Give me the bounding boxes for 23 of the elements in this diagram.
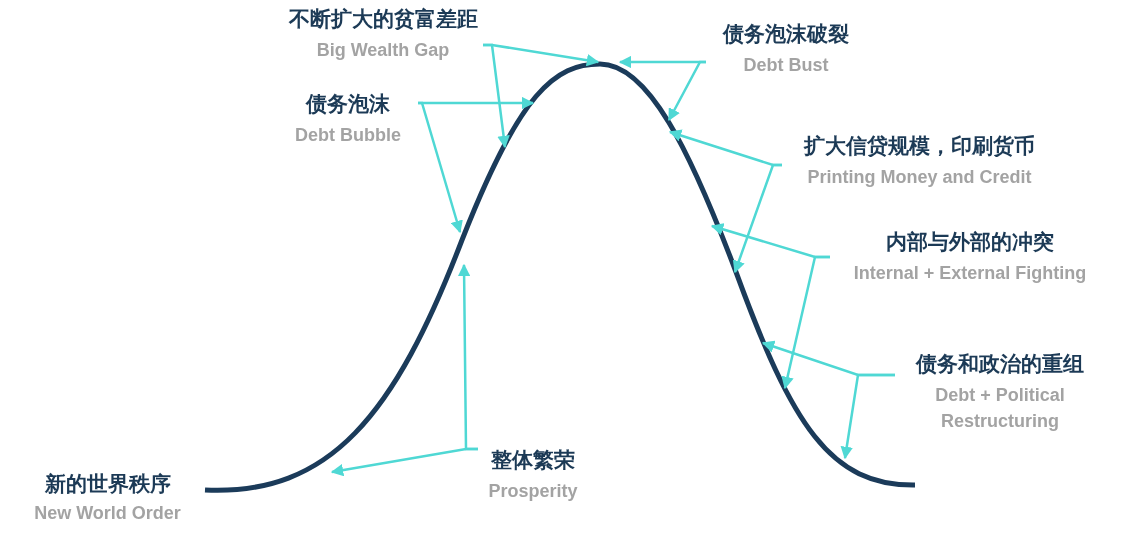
callout-title: 债务泡沫破裂 <box>723 21 849 47</box>
leader-arrow <box>781 255 830 390</box>
leader-arrow <box>418 101 463 234</box>
leader-arrow <box>732 163 782 274</box>
stage-subtitle: New World Order <box>34 502 181 525</box>
callout-subtitle: Debt Bust <box>743 54 829 77</box>
callout-title: 内部与外部的冲突 <box>886 229 1054 255</box>
callout-subtitle: Internal + External Fighting <box>853 262 1087 285</box>
callout-subtitle: Printing Money and Credit <box>807 166 1032 189</box>
callout-subtitle: Prosperity <box>488 480 578 503</box>
callout-subtitle: Big Wealth Gap <box>316 39 450 62</box>
callout-title: 不断扩大的贫富差距 <box>288 6 478 32</box>
leader-arrow <box>840 373 895 460</box>
callout-title: 债务和政治的重组 <box>916 351 1084 377</box>
leader-arrow <box>667 60 706 122</box>
callout-subtitle: Debt Bubble <box>295 124 401 147</box>
leader-arrow <box>330 447 478 477</box>
callout-title: 扩大信贷规模，印刷货币 <box>804 133 1035 159</box>
callout-title: 整体繁荣 <box>491 447 575 473</box>
callout-subtitle: Debt + Political Restructuring <box>934 384 1066 433</box>
leader-arrow <box>483 43 510 149</box>
stage-title: 新的世界秩序 <box>44 471 171 497</box>
callout-title: 债务泡沫 <box>306 91 390 117</box>
